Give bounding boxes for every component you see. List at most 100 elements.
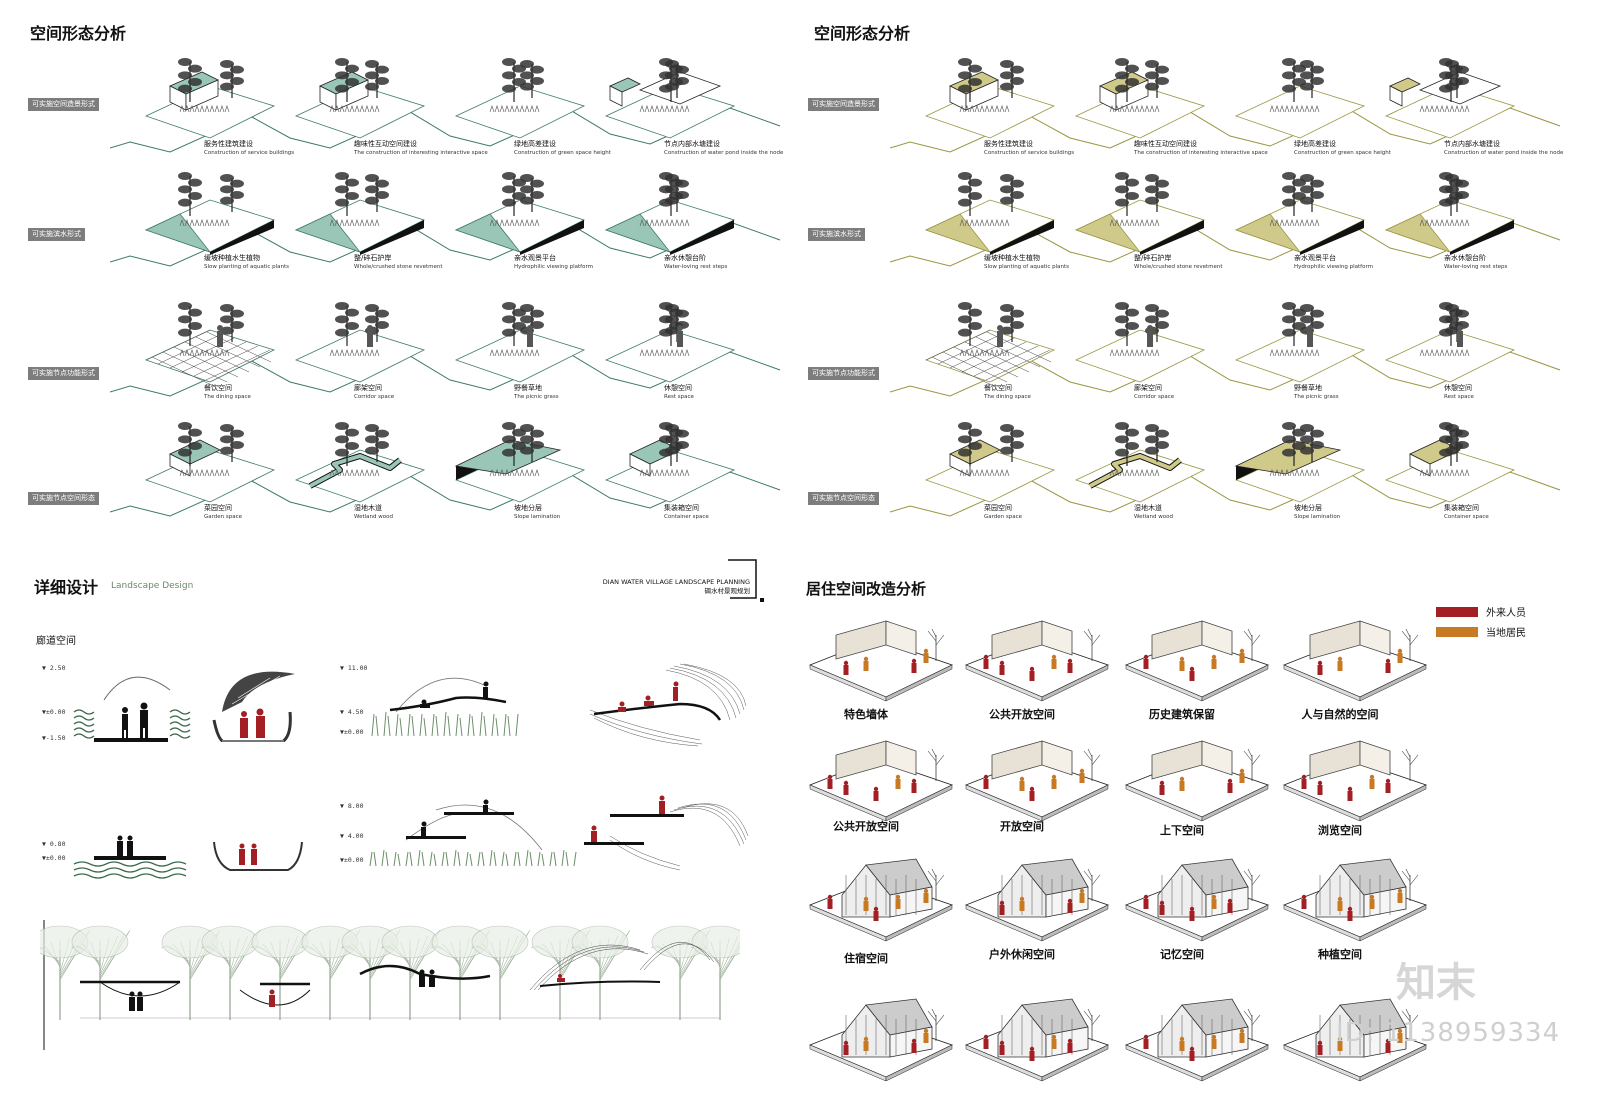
right-caption-zh-3-1: 湿地木道 (1134, 504, 1162, 512)
section-d-drawing (369, 799, 577, 867)
left-caption-zh-3-2: 坡地分层 (514, 504, 542, 512)
left-diagram-3-2 (450, 410, 590, 505)
residential-caption-1: 公共开放空间 (989, 708, 1055, 721)
residential-caption-5: 开放空间 (1000, 820, 1044, 833)
right-diagram-0-1 (1070, 46, 1210, 141)
right-caption-zh-1-3: 亲水休憩台阶 (1444, 254, 1486, 262)
left-row-ground-2 (110, 351, 781, 397)
residential-diagram-0-0 (806, 610, 956, 710)
elev-d-1: ▼ 4.00 (340, 832, 364, 840)
right-section-title: 空间形态分析 (814, 24, 911, 43)
residential-caption-10: 记忆空间 (1160, 948, 1204, 961)
section-a-drawing (73, 676, 191, 742)
left-caption-en-3-2: Slope lamination (514, 514, 561, 520)
right-diagram-2-3 (1380, 290, 1520, 385)
right-caption-zh-0-2: 绿地高差建设 (1294, 140, 1336, 148)
left-caption-en-3-3: Container space (664, 514, 709, 520)
left-diagram-3-3 (600, 410, 740, 505)
right-caption-en-2-0: The dining space (984, 394, 1031, 400)
left-diagram-2-0 (140, 290, 280, 385)
section-c-drawing (73, 835, 187, 879)
left-caption-zh-0-1: 趣味性互动空间建设 (354, 140, 417, 148)
left-diagram-0-3 (600, 46, 740, 141)
left-caption-en-3-1: Wetland wood (354, 514, 393, 520)
right-diagram-3-3 (1380, 410, 1520, 505)
right-row-ground-2 (890, 351, 1561, 397)
right-caption-en-0-1: The construction of interesting interact… (1134, 150, 1268, 156)
right-caption-0-0: 服务性建筑建设 Construction of service buildings (984, 140, 1074, 158)
right-caption-zh-0-0: 服务性建筑建设 (984, 140, 1033, 148)
right-caption-zh-2-0: 餐饮空间 (984, 384, 1012, 392)
detail-design-panel: 详细设计 Landscape Design DIAN WATER VILLAGE… (0, 550, 790, 1097)
residential-diagram-2-2 (1122, 850, 1272, 950)
section-c2-drawing (213, 841, 303, 871)
left-section-title: 空间形态分析 (30, 24, 127, 43)
right-caption-2-0: 餐饮空间 The dining space (984, 384, 1031, 402)
residential-diagram-2-0 (806, 850, 956, 950)
right-caption-en-2-1: Corridor space (1134, 394, 1175, 400)
left-row-label-1: 可实施滨水形式 (28, 228, 85, 241)
right-caption-zh-1-1: 整/碎石护岸 (1134, 254, 1172, 262)
left-diagram-2-2 (450, 290, 590, 385)
residential-diagram-1-1 (962, 730, 1112, 830)
residential-title: 居住空间改造分析 (806, 580, 927, 598)
left-caption-3-2: 坡地分层 Slope lamination (514, 504, 560, 522)
residential-caption-9: 户外休闲空间 (989, 948, 1055, 961)
section-b-drawing (371, 677, 519, 737)
left-caption-zh-2-1: 廊架空间 (354, 384, 382, 392)
right-diagram-1-3 (1380, 160, 1520, 255)
right-caption-zh-2-2: 野餐草地 (1294, 384, 1322, 392)
residential-caption-2: 历史建筑保留 (1149, 708, 1215, 721)
left-caption-en-2-0: The dining space (204, 394, 251, 400)
right-diagram-0-3 (1380, 46, 1520, 141)
watermark-logo: 知末 (1396, 960, 1476, 1006)
left-caption-en-0-1: The construction of interesting interact… (354, 150, 488, 156)
right-caption-zh-2-3: 休憩空间 (1444, 384, 1472, 392)
left-caption-en-2-2: The picnic grass (514, 394, 559, 400)
left-diagram-3-1 (290, 410, 430, 505)
elev-c-1: ▼±0.00 (42, 854, 66, 862)
right-diagram-1-0 (920, 160, 1060, 255)
residential-diagram-3-3 (1280, 970, 1430, 1090)
right-diagram-1-2 (1230, 160, 1370, 255)
plan-title-block: DIAN WATER VILLAGE LANDSCAPE PLANNING 碉水… (580, 578, 750, 596)
residential-diagram-3-1 (962, 970, 1112, 1090)
left-caption-zh-1-1: 整/碎石护岸 (354, 254, 392, 262)
residential-diagram-0-2 (1122, 610, 1272, 710)
right-caption-en-0-0: Construction of service buildings (984, 150, 1075, 156)
right-row-label-1: 可实施滨水形式 (808, 228, 865, 241)
right-caption-3-0: 菜园空间 Garden space (984, 504, 1022, 522)
left-caption-en-1-3: Water-loving rest steps (664, 264, 728, 270)
left-row-label-0: 可实施空间造景形式 (28, 98, 99, 111)
right-row-ground-1 (890, 221, 1561, 267)
residential-diagram-1-3 (1280, 730, 1430, 830)
legend-outsider-swatch (1436, 606, 1478, 617)
right-diagram-3-0 (920, 410, 1060, 505)
plan-title-zh: 碉水村景观规划 (704, 587, 751, 595)
right-caption-en-0-2: Construction of green space height (1294, 150, 1391, 156)
left-diagram-1-0 (140, 160, 280, 255)
right-row-label-0: 可实施空间造景形式 (808, 98, 879, 111)
detail-subtitle: Landscape Design (111, 581, 194, 591)
residential-caption-0: 特色墙体 (844, 708, 888, 721)
right-caption-zh-3-0: 菜园空间 (984, 504, 1012, 512)
legend-outsider-label: 外来人员 (1486, 608, 1526, 619)
left-diagram-1-2 (450, 160, 590, 255)
right-caption-zh-0-1: 趣味性互动空间建设 (1134, 140, 1197, 148)
left-diagram-1-3 (600, 160, 740, 255)
right-caption-0-2: 绿地高差建设 Construction of green space height (1294, 140, 1391, 158)
right-row-ground-0 (890, 107, 1561, 153)
right-caption-en-3-0: Garden space (984, 514, 1023, 520)
left-caption-zh-2-0: 餐饮空间 (204, 384, 232, 392)
